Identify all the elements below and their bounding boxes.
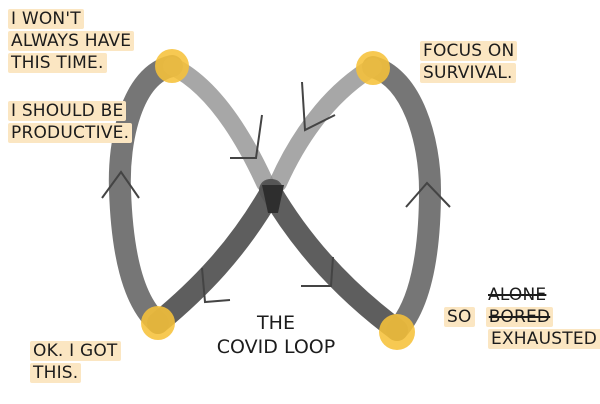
note-bottom-right-final: Exhausted ! [488,329,600,350]
note-mid-left-line-1: I should be [8,101,127,121]
loop-right-outer-arc [362,56,442,341]
node-top-left [155,49,189,83]
note-mid-left-line-2: productive. [8,123,133,144]
arrow-upper-right-down [301,81,336,132]
diagram-title-line-2: Covid Loop [216,335,336,358]
arrow-lower-right [301,256,334,287]
note-bottom-left-line-2: this. [30,363,82,384]
note-bottom-right-crossed-1: Alone [488,285,547,305]
loop-inner-lower-left [147,179,283,334]
node-bottom-right [379,314,415,350]
note-bottom-right-crossed-2: Bored [485,307,554,328]
note-bottom-right-prefix: So [444,307,475,328]
note-top-right-line-2: survival. [420,63,516,84]
node-top-right [356,51,390,85]
note-top-left-line-1: I won't [8,9,84,29]
note-mid-left: I should be productive. [8,100,133,144]
arrow-upper-left-down [230,114,263,159]
note-bottom-right: Alone So Bored Exhausted ! [444,284,600,350]
arrow-lower-left [201,267,231,304]
note-top-left-line-3: this time. [8,53,107,74]
note-top-right: Focus on survival. [420,40,518,84]
loop-crossing [262,185,284,213]
node-bottom-left [141,306,175,340]
loop-inner-upper-right [269,58,382,192]
note-top-right-line-1: Focus on [420,41,518,61]
loop-inner-lower-right [259,179,408,341]
loop-inner-upper-left [163,57,274,192]
diagram-title-line-1: The [257,312,295,334]
diagram-title: The Covid Loop [216,312,336,360]
note-bottom-left-line-1: OK. I got [30,341,121,361]
arrow-left-up [101,170,140,199]
note-bottom-left: OK. I got this. [30,340,121,384]
note-top-left: I won't always have this time. [8,8,135,74]
note-top-left-line-2: always have [8,31,135,52]
arrow-right-up [405,181,451,208]
loop-left-outer-arc [108,55,183,334]
